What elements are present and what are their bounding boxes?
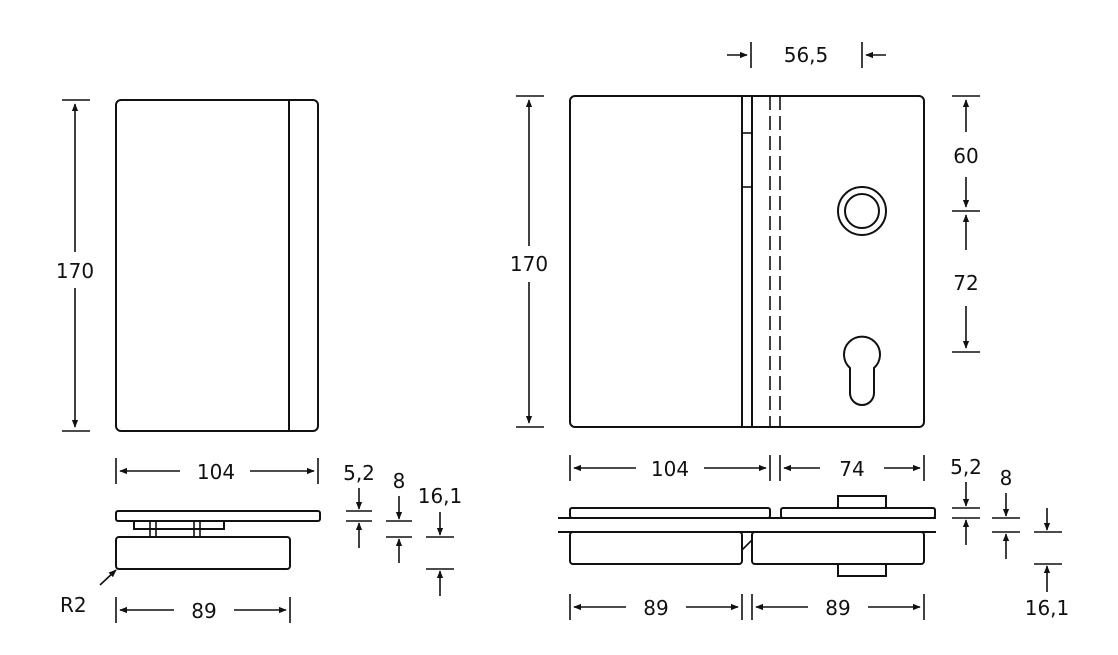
- left-thickness-2-label: 8: [393, 469, 406, 493]
- knob-circle: [837, 186, 887, 236]
- right-side-view: [558, 495, 936, 577]
- left-height-label: 170: [56, 259, 94, 283]
- left-depth-label: 89: [191, 599, 216, 623]
- left-radius-label: R2: [60, 593, 87, 617]
- left-front-view: [115, 99, 319, 432]
- left-depth-dimension: 89: [115, 597, 291, 623]
- right-gap-label: 56,5: [784, 43, 829, 67]
- right-upper-label: 60: [953, 144, 978, 168]
- right-depth-right-label: 89: [825, 596, 850, 620]
- right-thickness-3-label: 16,1: [1025, 596, 1070, 620]
- right-height-label: 170: [510, 252, 548, 276]
- right-width-right-label: 74: [839, 457, 864, 481]
- left-width-dimension: 104: [115, 458, 319, 484]
- left-height-dimension: 170: [56, 99, 94, 432]
- right-thickness-1-label: 5,2: [950, 455, 982, 479]
- left-radius-callout: R2: [60, 569, 117, 617]
- right-width-left-label: 104: [651, 457, 689, 481]
- right-thickness-dimensions: 5,2 8 16,1: [950, 455, 1069, 620]
- right-gap-dimension: 56,5: [727, 42, 886, 68]
- right-depth-dimensions: 89 89: [569, 594, 925, 620]
- left-thickness-3-label: 16,1: [418, 484, 463, 508]
- left-side-view: [115, 510, 321, 570]
- right-lower-label: 72: [953, 271, 978, 295]
- right-height-dimension: 170: [510, 95, 548, 428]
- right-thickness-2-label: 8: [1000, 466, 1013, 490]
- right-depth-left-label: 89: [643, 596, 668, 620]
- right-vertical-spacing-dimensions: 60 72: [952, 95, 980, 353]
- left-thickness-1-label: 5,2: [343, 461, 375, 485]
- right-front-view: [569, 95, 925, 428]
- keyhole-cutout: [843, 335, 881, 406]
- left-width-label: 104: [197, 460, 235, 484]
- left-thickness-dimensions: 5,2 8 16,1: [343, 461, 462, 596]
- right-width-dimensions: 104 74: [569, 455, 925, 481]
